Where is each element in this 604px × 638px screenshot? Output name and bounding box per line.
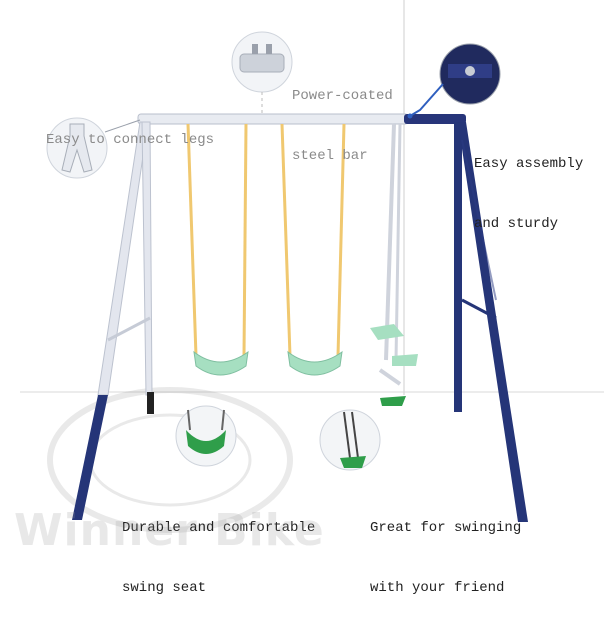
easy-connect-caption: Easy to connect legs [46, 90, 214, 190]
easy-assembly-caption-line-2: and sturdy [474, 216, 559, 232]
durable-seat-caption-line-1: Durable and comfortable [122, 520, 316, 536]
great-swinging-caption: Great for swinging with your friend [370, 478, 521, 638]
great-swinging-caption-line-1: Great for swinging [370, 520, 522, 536]
steel-bar-caption-line-2: steel bar [292, 148, 368, 164]
leg-connector-detail-circle [46, 117, 141, 179]
steel-bar-caption: Power-coated steel bar [292, 46, 393, 206]
great-swinging-caption-line-2: with your friend [370, 580, 505, 596]
easy-assembly-caption: Easy assembly and sturdy [474, 114, 583, 274]
two-seat-glider [370, 123, 418, 406]
swing-seat-detail-circle [175, 405, 237, 467]
steel-bar-caption-line-1: Power-coated [292, 88, 393, 104]
left-legs [72, 121, 154, 520]
swing-set-illustration [20, 0, 604, 533]
glider-detail-circle [319, 409, 381, 471]
watermark-text: Winner Bike [14, 505, 325, 556]
easy-connect-caption-line-1: Easy to connect legs [46, 132, 215, 148]
durable-seat-caption-line-2: swing seat [122, 580, 207, 596]
easy-assembly-caption-line-1: Easy assembly [474, 156, 584, 172]
swing-seat-1 [186, 123, 249, 376]
top-steel-bar [137, 113, 466, 125]
assembly-detail-circle [407, 43, 501, 119]
swing-seat-2 [280, 123, 346, 376]
swing-set-product-image: Power-coated steel bar Easy to connect l… [14, 0, 604, 596]
steel-bar-detail-circle [231, 31, 293, 114]
durable-seat-caption: Durable and comfortable swing seat [122, 478, 315, 638]
right-legs [454, 122, 528, 522]
